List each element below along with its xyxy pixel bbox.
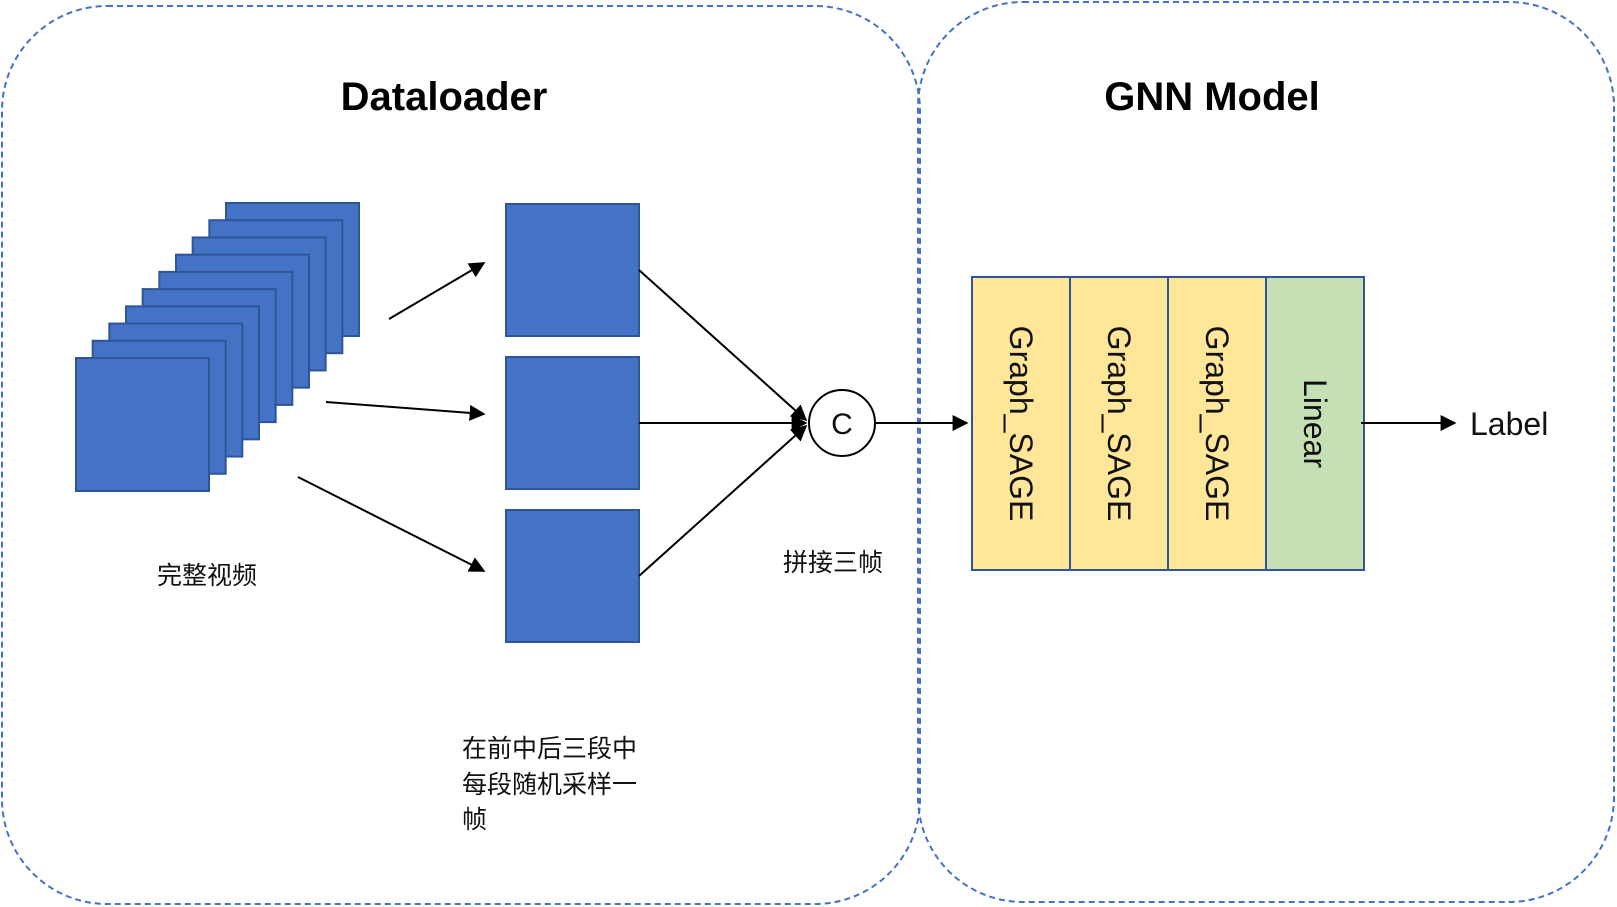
linear-layer xyxy=(1265,276,1365,571)
concat-symbol: C xyxy=(831,408,853,441)
layer-label: Graph_SAGE xyxy=(1003,326,1039,522)
gnn-model-title: GNN Model xyxy=(1104,75,1320,119)
dataloader-panel xyxy=(1,5,921,905)
layer-label: Linear xyxy=(1297,379,1333,468)
graph-sage-layer xyxy=(1167,276,1267,571)
output-label: Label xyxy=(1470,406,1548,442)
sample-arrow-bottom xyxy=(297,476,486,572)
video-label: 完整视频 xyxy=(157,561,257,590)
sample-arrow-top xyxy=(388,262,486,320)
gnn-layers: Graph_SAGE Graph_SAGE Graph_SAGE Linear xyxy=(971,276,1365,571)
gnn-model-panel xyxy=(917,1,1615,903)
sampling-label-line-2: 每段随机采样一 xyxy=(462,770,637,799)
concat-label: 拼接三帧 xyxy=(783,548,883,577)
sampling-label-line-3: 帧 xyxy=(462,805,487,834)
dataloader-title: Dataloader xyxy=(341,75,548,119)
graph-sage-layer xyxy=(971,276,1071,571)
concat-arrow-bottom xyxy=(638,424,808,577)
sampled-frame xyxy=(505,509,640,643)
sampling-label-line-1: 在前中后三段中 xyxy=(462,734,637,763)
layer-label: Graph_SAGE xyxy=(1199,326,1235,522)
sampled-frame xyxy=(505,356,640,490)
concat-arrow-top xyxy=(638,269,808,422)
sampled-frame xyxy=(505,203,640,337)
layer-label: Graph_SAGE xyxy=(1101,326,1137,522)
sample-arrow-middle xyxy=(325,401,486,421)
video-frame-stack xyxy=(75,202,360,492)
graph-sage-layer xyxy=(1069,276,1169,571)
video-frame xyxy=(75,357,210,492)
